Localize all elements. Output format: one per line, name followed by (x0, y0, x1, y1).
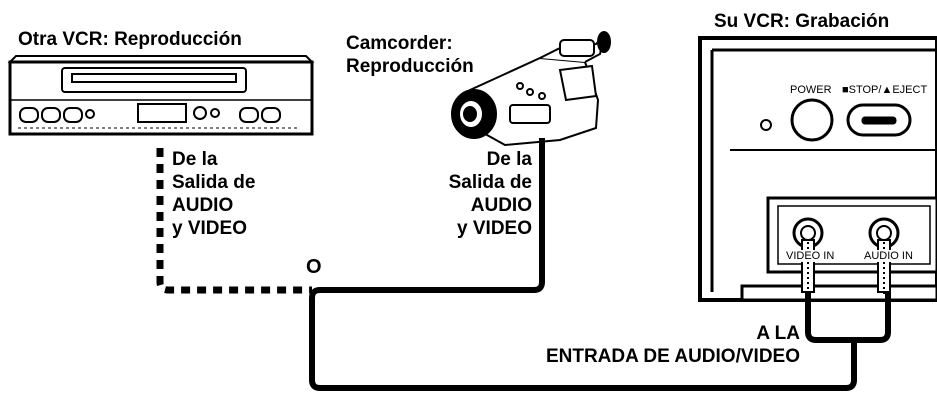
label-camcorder-output: De la Salida de AUDIO y VIDEO (418, 148, 532, 240)
solid-cable-camcorder (309, 138, 857, 391)
title-your-vcr: Su VCR: Grabación (714, 11, 890, 32)
label-left-line-3: AUDIO (172, 195, 234, 216)
label-or: O (306, 256, 322, 278)
label-center-line-1: De la (486, 149, 532, 170)
video-in-label: VIDEO IN (784, 250, 837, 262)
label-left-line-2: Salida de (172, 172, 256, 193)
title-camcorder-line-1: Camcorder: (346, 33, 453, 54)
label-left-line-1: De la (172, 149, 218, 170)
power-label: POWER (790, 84, 832, 96)
camcorder-illustration (451, 31, 611, 147)
label-input-line-2: ENTRADA DE AUDIO/VIDEO (545, 346, 800, 367)
title-camcorder-line-2: Reproducción (346, 56, 474, 77)
cable-split (805, 292, 891, 343)
label-center-line-4: y VIDEO (457, 218, 532, 239)
recording-vcr-panel (698, 36, 937, 302)
title-other-vcr: Otra VCR: Reproducción (18, 29, 242, 50)
audio-in-label: AUDIO IN (862, 250, 915, 262)
label-left-line-4: y VIDEO (172, 218, 247, 239)
label-input-line-1: A LA (756, 323, 800, 344)
dotted-cable-other-vcr (156, 148, 312, 294)
title-camcorder: Camcorder: Reproducción (346, 32, 474, 78)
label-center-line-2: Salida de (448, 172, 532, 193)
playback-vcr-illustration (7, 55, 315, 136)
label-av-input: A LA ENTRADA DE AUDIO/VIDEO (440, 322, 800, 368)
label-center-line-3: AUDIO (470, 195, 532, 216)
stop-eject-label: ■STOP/▲EJECT (842, 84, 928, 96)
label-other-vcr-output: De la Salida de AUDIO y VIDEO (172, 148, 255, 240)
